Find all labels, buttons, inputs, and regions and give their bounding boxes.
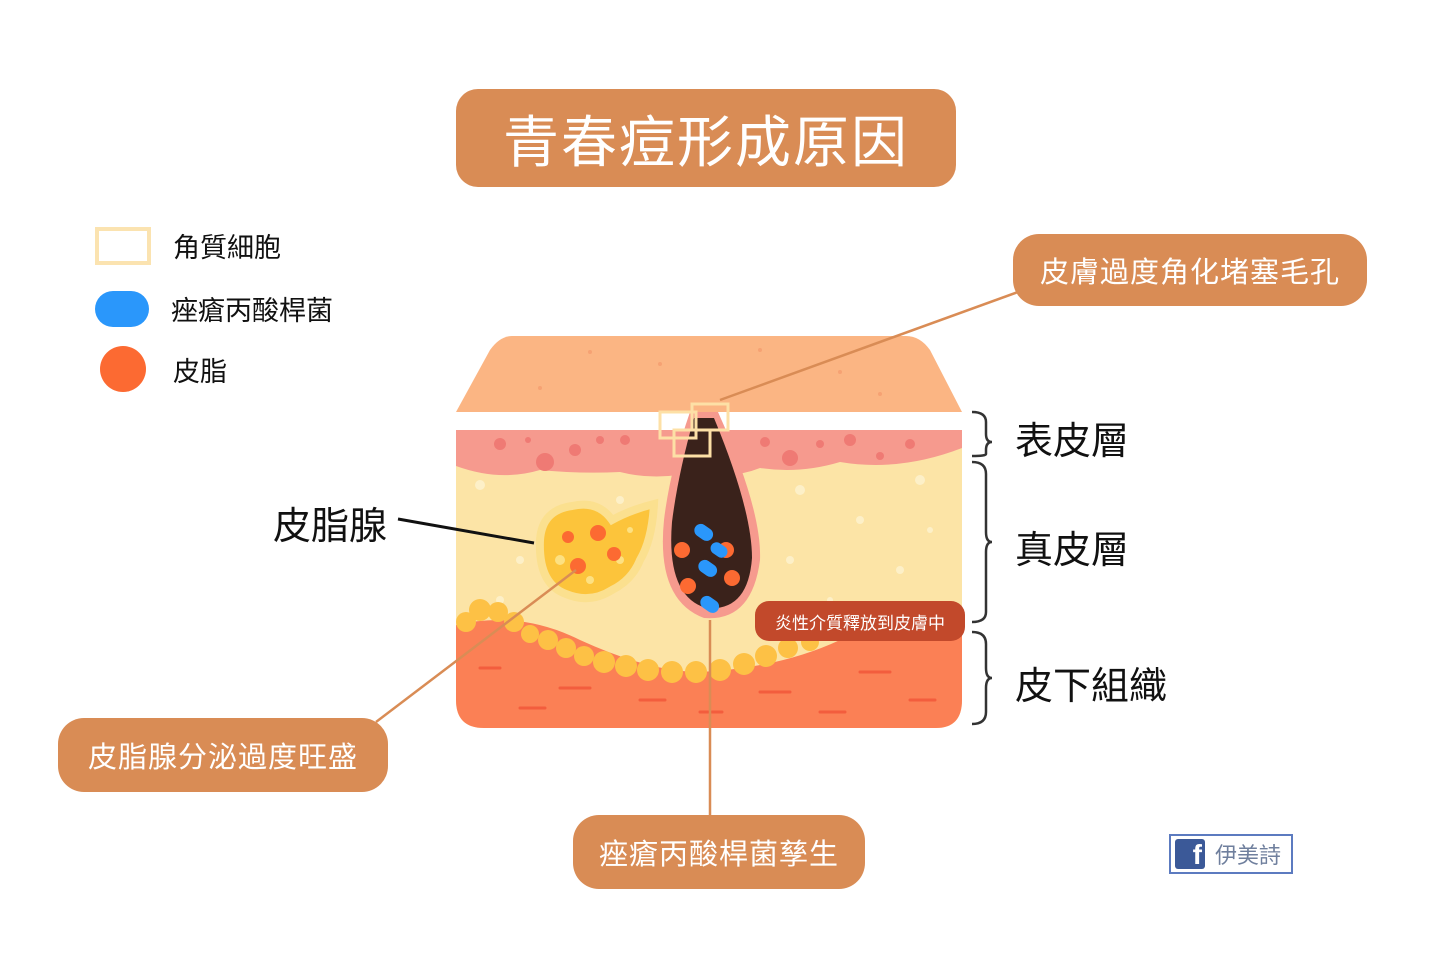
bacteria-mark <box>710 542 728 558</box>
gland-leader-line <box>397 517 535 545</box>
legend-label-bacteria: 痤瘡丙酸桿菌 <box>171 296 333 327</box>
legend-label-sebum: 皮脂 <box>173 356 227 388</box>
subcutaneous-bracket-icon <box>971 630 993 726</box>
surface-texture <box>538 348 882 396</box>
facebook-badge-text: 伊美詩 <box>1215 844 1282 869</box>
sebum-dot <box>562 531 574 543</box>
callout-sebaceous-overactive-text: 皮脂腺分泌過度旺盛 <box>87 740 358 774</box>
skin-surface <box>456 336 962 412</box>
sebum-swatch-icon <box>100 346 146 392</box>
legend-item-sebum: 皮脂 <box>95 346 227 392</box>
callout-sebaceous-overactive: 皮脂腺分泌過度旺盛 <box>58 718 388 792</box>
keratinization-leader-line <box>719 290 1019 402</box>
page-title: 青春痘形成原因 <box>503 110 909 176</box>
epidermis-bracket-icon <box>971 410 993 458</box>
label-dermis: 真皮層 <box>1015 528 1130 572</box>
keratinocyte-plug <box>658 402 730 458</box>
callout-bacteria-growth: 痤瘡丙酸桿菌孳生 <box>573 815 865 889</box>
legend-item-keratinocyte: 角質細胞 <box>95 226 281 265</box>
callout-keratinization: 皮膚過度角化堵塞毛孔 <box>1013 234 1367 306</box>
title-box: 青春痘形成原因 <box>456 89 956 187</box>
sebum-dot <box>590 525 606 541</box>
label-epidermis: 表皮層 <box>1015 419 1130 463</box>
sebaceous-leader-line <box>375 569 577 723</box>
facebook-badge[interactable]: f 伊美詩 <box>1169 834 1293 874</box>
bacteria-mark <box>698 559 718 577</box>
legend-item-bacteria: 痤瘡丙酸桿菌 <box>95 289 333 328</box>
sebum-dot <box>680 578 696 594</box>
callout-inflammation: 炎性介質釋放到皮膚中 <box>755 601 965 641</box>
bacteria-mark <box>700 595 720 613</box>
keratinocyte-swatch-icon <box>95 226 151 265</box>
epidermis-texture <box>494 434 915 471</box>
sebum-dot <box>674 542 690 558</box>
callout-keratinization-text: 皮膚過度角化堵塞毛孔 <box>1039 255 1340 289</box>
bacteria-mark <box>694 523 714 541</box>
legend-label-keratinocyte: 角質細胞 <box>173 233 281 264</box>
label-sebaceous-gland: 皮脂腺 <box>273 504 388 548</box>
sebum-dot <box>607 547 621 561</box>
subcutaneous-texture <box>478 666 937 714</box>
label-subcutaneous: 皮下組織 <box>1015 664 1168 708</box>
sebum-dot <box>724 570 740 586</box>
bacteria-swatch-icon <box>95 290 149 327</box>
callout-bacteria-growth-text: 痤瘡丙酸桿菌孳生 <box>598 837 839 871</box>
dermis-bracket-icon <box>971 460 993 624</box>
fat-globules <box>456 599 819 683</box>
clogged-pore <box>671 418 752 609</box>
callout-inflammation-text: 炎性介質釋放到皮膚中 <box>775 613 945 634</box>
facebook-icon: f <box>1175 839 1205 869</box>
